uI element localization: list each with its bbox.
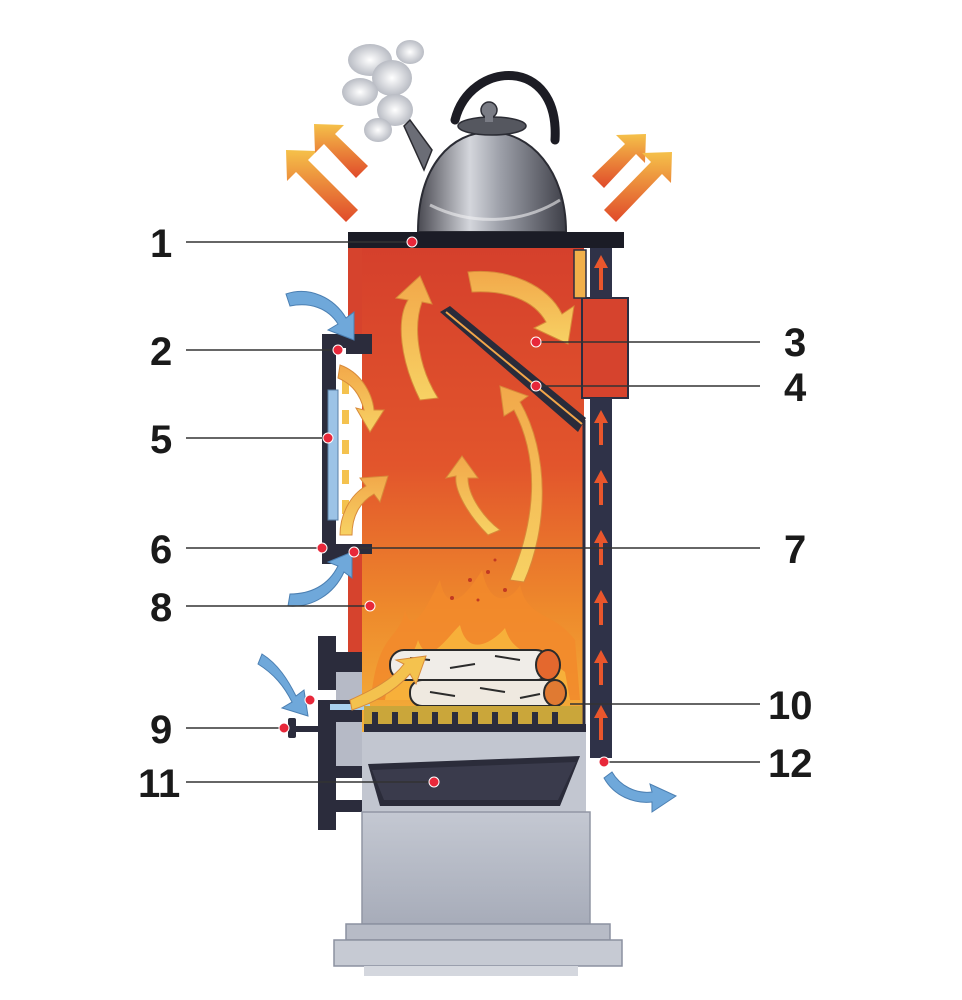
callout-3: 3 (784, 321, 806, 365)
secondary-air-arrow-icon (349, 655, 427, 711)
callout-markers (278, 236, 610, 788)
callout-1: 1 (150, 222, 172, 266)
callout-2: 2 (150, 330, 172, 374)
baffle-plate (440, 306, 586, 432)
callout-6: 6 (150, 528, 172, 572)
ash-pit (362, 732, 586, 812)
draft-knob (288, 718, 318, 738)
grate (364, 706, 586, 732)
callout-11: 11 (138, 762, 180, 806)
callout-8: 8 (150, 586, 172, 630)
heat-arrow-icon (286, 124, 672, 222)
callout-4: 4 (784, 366, 807, 410)
leader-lines (186, 241, 760, 783)
log-icon (389, 649, 567, 707)
callout-9: 9 (150, 708, 172, 752)
steam-icon (342, 40, 424, 142)
kettle-icon (403, 71, 568, 233)
callout-12: 12 (768, 742, 813, 786)
callout-5: 5 (150, 418, 172, 462)
stove-base (333, 811, 623, 976)
callout-7: 7 (784, 528, 806, 572)
callout-10: 10 (768, 684, 813, 728)
stove-top-plate (348, 232, 624, 248)
callout-labels: 1 2 3 4 5 6 7 8 9 10 11 12 (138, 222, 813, 806)
flue-arrow-icon (337, 270, 575, 583)
